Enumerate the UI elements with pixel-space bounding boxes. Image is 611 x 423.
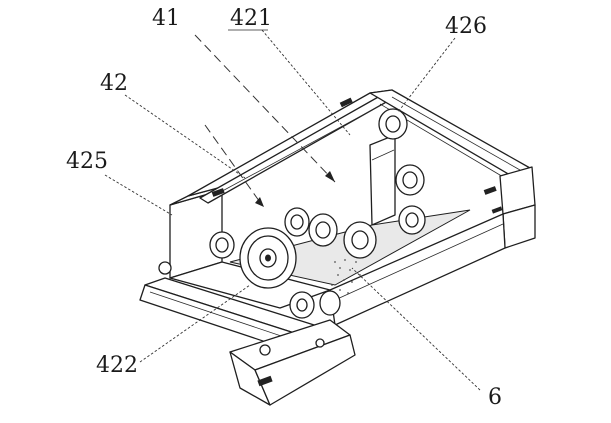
label-41: 41 xyxy=(152,6,180,31)
reference-labels: 41 421 426 42 425 422 6 xyxy=(66,6,502,410)
mounting-bracket xyxy=(229,319,356,406)
leader-lines xyxy=(104,29,481,391)
direction-arrows xyxy=(194,34,336,207)
label-425: 425 xyxy=(66,149,108,174)
frame-housing xyxy=(169,89,536,326)
label-426: 426 xyxy=(445,14,487,39)
label-422: 422 xyxy=(96,353,138,378)
label-421: 421 xyxy=(230,6,272,31)
label-42: 42 xyxy=(100,71,128,96)
stippled-area xyxy=(331,259,361,294)
gear-assembly xyxy=(158,108,426,319)
label-6: 6 xyxy=(488,385,502,410)
